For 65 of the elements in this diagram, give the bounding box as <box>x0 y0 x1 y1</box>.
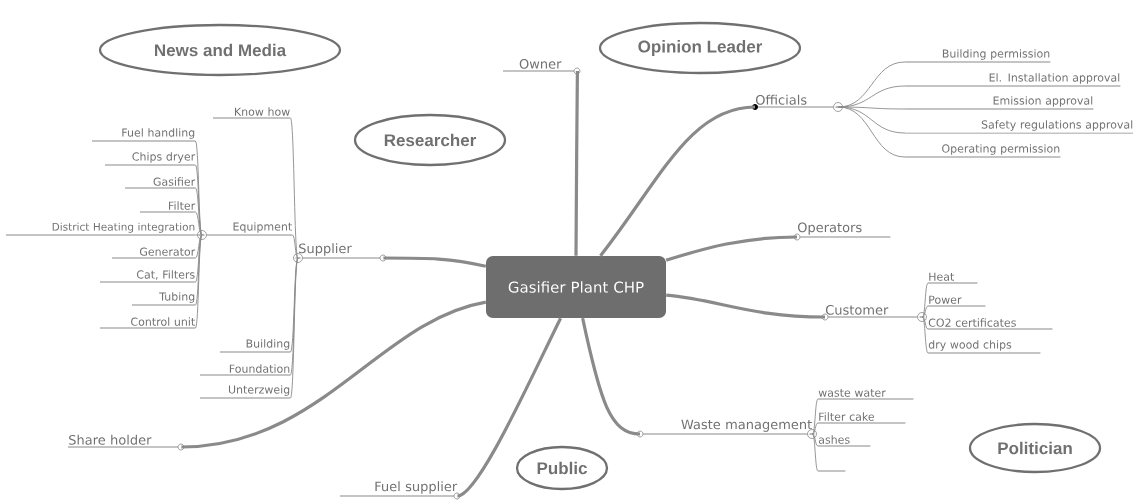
subtopic-label: Foundation <box>199 364 291 376</box>
branch-line <box>289 257 299 399</box>
branch-line <box>921 316 929 330</box>
subtopic-label: Building permission <box>904 49 1051 63</box>
subtopic-label: Operating permission <box>904 144 1061 158</box>
subtopic-label: CO2 certificates <box>927 318 1053 330</box>
branch-line <box>574 71 579 256</box>
branch-line <box>456 317 563 498</box>
subtopic-label: Safety regulations approval <box>904 120 1133 134</box>
branch-line <box>665 235 798 262</box>
branch-line <box>811 422 819 435</box>
subtopic-label: El. Installation approval <box>904 73 1121 87</box>
subtopic-label: Cat, Filters <box>99 270 196 283</box>
subtopic-label: dry wood chips <box>927 340 1041 354</box>
branch-line <box>581 317 641 436</box>
subtopic-label: Tubing <box>131 292 196 306</box>
branch-line <box>921 316 929 354</box>
subtopic-label: Unterzweig <box>199 385 291 399</box>
branch-line <box>194 234 203 306</box>
empty-branch-line <box>817 470 846 472</box>
topic-label: Share holder <box>67 434 185 451</box>
branch-line <box>194 234 203 259</box>
subtopic-label: waste water <box>817 388 914 400</box>
branch-line <box>837 106 906 134</box>
branch-line <box>194 234 203 236</box>
topic-label: Customer <box>821 305 927 322</box>
subtopic-label: Equipment <box>197 222 293 240</box>
subtopic-label: ashes <box>817 435 871 447</box>
subtopic-label: Emission approval <box>904 96 1094 110</box>
topic-label: Supplier <box>293 243 387 263</box>
branch-line <box>194 234 203 329</box>
central-topic-box: Gasifier Plant CHP <box>486 256 666 318</box>
topic-label: Owner <box>502 58 581 75</box>
subtopic-label: Control unit <box>99 317 196 329</box>
branch-line <box>811 398 819 435</box>
branch-line <box>811 433 819 447</box>
branch-line <box>194 211 203 236</box>
subtopic-label: Generator <box>111 247 196 259</box>
topic-label: Waste management <box>636 419 817 439</box>
branch-line <box>921 305 929 318</box>
topic-label: Operators <box>793 222 891 241</box>
branch-line <box>811 433 819 472</box>
branch-line <box>666 293 826 319</box>
branch-line <box>921 282 929 318</box>
subtopic-label: Gasifier <box>124 177 196 189</box>
branch-line <box>383 256 487 268</box>
subtopic-label: Power <box>927 295 986 307</box>
branch-line <box>194 187 203 236</box>
topic-label: Fuel supplier <box>339 481 461 500</box>
subtopic-label: Know how <box>212 107 291 119</box>
branch-line <box>599 105 756 257</box>
subtopic-label: District Heating integration <box>5 222 196 236</box>
topic-label: Officials <box>752 94 843 112</box>
branch-line <box>291 234 299 259</box>
subtopic-label: Fuel handling <box>91 128 196 142</box>
subtopic-label: Chips dryer <box>104 152 196 166</box>
branch-line <box>181 300 487 449</box>
branch-line <box>194 140 203 236</box>
subtopic-label: Heat <box>927 272 978 284</box>
subtopic-label: Building <box>219 339 291 353</box>
subtopic-label: Filter <box>139 201 196 213</box>
branch-line <box>837 106 906 158</box>
branch-line <box>289 117 299 259</box>
subtopic-label: Filter cake <box>817 412 906 424</box>
branch-line <box>289 257 299 353</box>
